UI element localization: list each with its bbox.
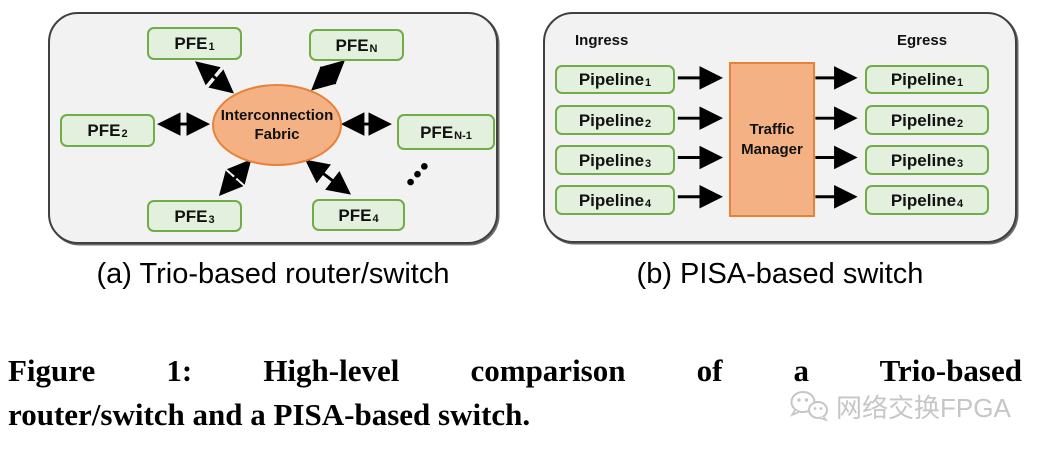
figure-caption: Figure 1: High-level comparison of a Tri… xyxy=(8,349,1022,437)
wechat-icon xyxy=(790,391,829,422)
subcaption-b: (b) PISA-based switch xyxy=(636,258,924,290)
pipeline-subscript: 2 xyxy=(957,117,964,130)
traffic-manager: Traffic Manager xyxy=(729,62,815,217)
pfe-label: PFE xyxy=(338,205,372,225)
pfe-label: PFE xyxy=(335,35,369,55)
pipeline-subscript: 2 xyxy=(645,117,652,130)
pipeline-subscript: 1 xyxy=(645,77,652,89)
pipeline-label: Pipeline xyxy=(890,150,957,170)
traffic-manager-line2: Manager xyxy=(741,140,803,158)
pfe-subscript: 1 xyxy=(208,41,215,53)
pipeline-subscript: 3 xyxy=(957,157,964,170)
traffic-manager-line1: Traffic xyxy=(749,120,795,138)
pipeline-subscript: 4 xyxy=(645,197,652,210)
pipeline-label: Pipeline xyxy=(890,110,957,130)
watermark-text: 网络交换FPGA xyxy=(836,392,1011,423)
pipeline-label: Pipeline xyxy=(578,150,645,170)
figure-caption-line2: router/switch and a PISA-based switch. xyxy=(8,397,531,432)
pfe-label: PFE xyxy=(174,206,208,226)
pipeline-subscript: 4 xyxy=(957,197,964,210)
pfe-subscript: 3 xyxy=(208,213,215,226)
pfe-subscript: N xyxy=(369,42,378,55)
ellipsis-dots xyxy=(407,162,428,186)
fabric-label-line2: Fabric xyxy=(254,126,300,143)
fabric-label-line1: Interconnection xyxy=(220,107,334,124)
pipeline-label: Pipeline xyxy=(578,190,645,210)
pfe-label: PFE xyxy=(174,34,208,53)
pfe-subscript: 2 xyxy=(121,128,128,140)
watermark: 网络交换FPGA xyxy=(788,385,1028,427)
pfe-subscript: N-1 xyxy=(454,129,472,142)
egress-label: Egress xyxy=(897,32,948,49)
ingress-label: Ingress xyxy=(575,32,629,49)
pipeline-label: Pipeline xyxy=(890,70,957,89)
pipeline-subscript: 3 xyxy=(645,157,652,170)
pipeline-label: Pipeline xyxy=(890,190,957,210)
figure-caption-line1: Figure 1: High-level comparison of a Tri… xyxy=(8,353,1022,388)
interconnection-fabric: Interconnection Fabric xyxy=(212,84,342,166)
subcaption-a: (a) Trio-based router/switch xyxy=(96,258,450,290)
pipeline-label: Pipeline xyxy=(578,70,645,89)
pipeline-subscript: 1 xyxy=(957,77,964,89)
pfe-label: PFE xyxy=(87,121,121,140)
pfe-subscript: 4 xyxy=(372,212,379,225)
pipeline-label: Pipeline xyxy=(578,110,645,130)
pfe-label: PFE xyxy=(420,122,454,142)
